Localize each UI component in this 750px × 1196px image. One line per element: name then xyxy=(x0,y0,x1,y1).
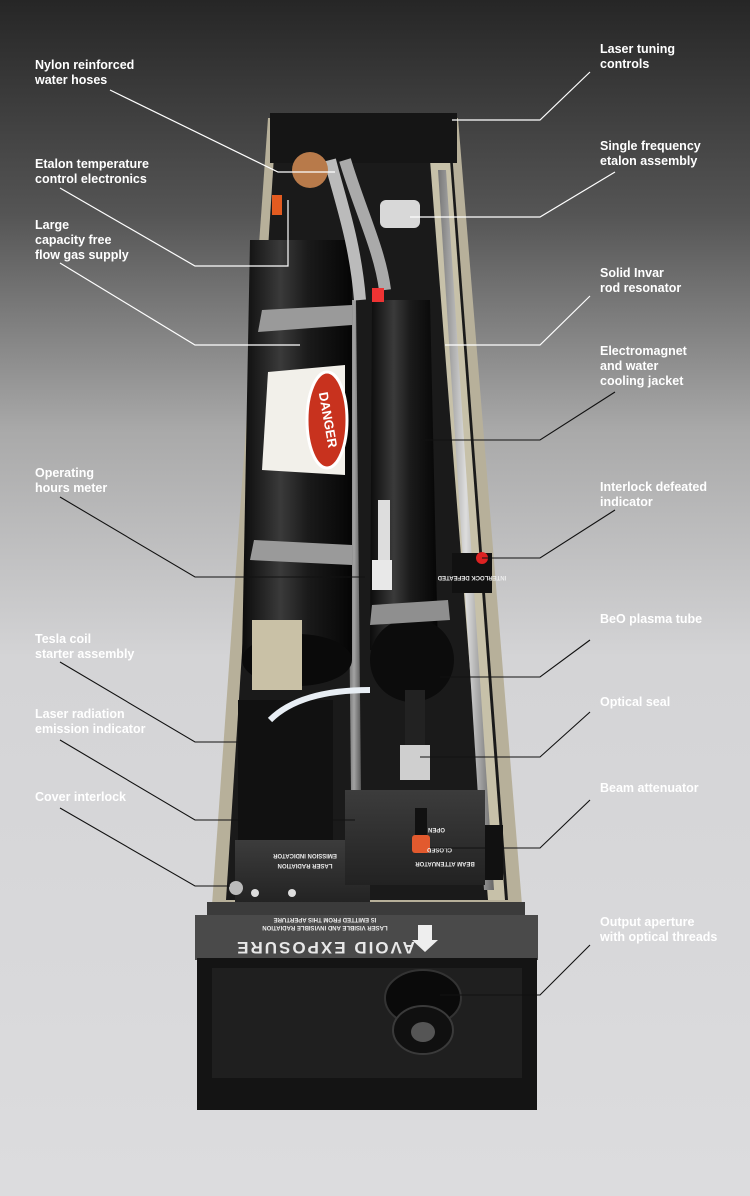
gas-reservoir: DANGER xyxy=(242,240,352,686)
callout-cover-interlock: Cover interlock xyxy=(35,790,126,804)
callout-optical-seal: Optical seal xyxy=(600,695,670,709)
open-text: OPEN xyxy=(428,826,445,832)
tesla-coil xyxy=(238,620,371,840)
front-housing: AVOID EXPOSURE LASER VISIBLE AND INVISIB… xyxy=(195,902,538,1110)
beam-attenuator: OPEN CLOSED BEAM ATTENUATOR xyxy=(345,790,503,885)
arrow-down-icon xyxy=(412,925,438,952)
closed-text: CLOSED xyxy=(426,846,452,852)
output-aperture xyxy=(384,969,462,1055)
interlock-text: INTERLOCK DEFEATED xyxy=(437,574,506,580)
emission-text-1: LASER RADIATION xyxy=(278,862,333,868)
cover-interlock xyxy=(229,881,243,895)
callout-beam-attenuator: Beam attenuator xyxy=(600,781,699,795)
plasma-tube xyxy=(370,300,454,780)
callout-plasma-tube: BeO plasma tube xyxy=(600,612,702,626)
emission-text-2: EMISSION INDICATOR xyxy=(272,852,336,858)
warning-text-2: IS EMITTED FROM THIS APERTURE xyxy=(274,916,377,922)
interlock-indicator: INTERLOCK DEFEATED xyxy=(437,552,506,593)
leader-lines xyxy=(59,71,616,996)
attenuator-text: BEAM ATTENUATOR xyxy=(415,860,475,866)
warning-text-1: LASER VISIBLE AND INVISIBLE RADIATION xyxy=(262,924,387,930)
water-hoses xyxy=(272,152,420,302)
avoid-exposure-text: AVOID EXPOSURE xyxy=(235,938,415,957)
